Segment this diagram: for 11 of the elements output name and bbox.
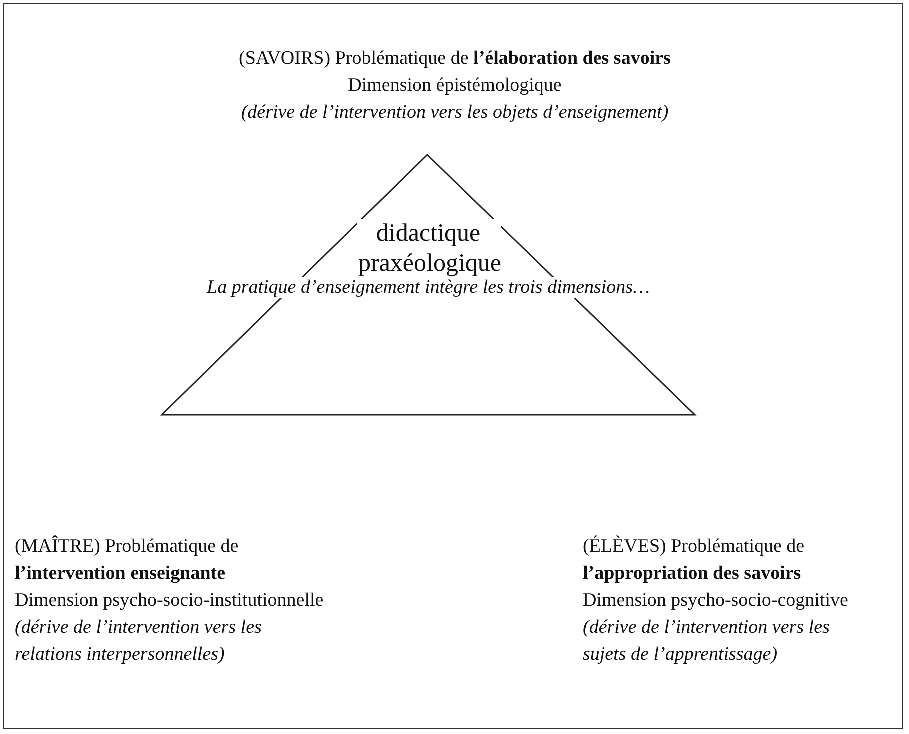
problem-heading: (ÉLÈVES) Problématique de l’appropriation des savoirs [583,534,806,586]
note-text: (dérive de l’intervention vers les objets d’enseignement) [240,101,670,125]
center-note: La pratique d’enseignement intègre les trois dimensions… [205,277,652,298]
dimension-text: Dimension épistémologique [347,74,563,98]
problem-heading: (MAÎTRE) Problématique de l’intervention enseignante [15,534,240,586]
note-text: (dérive de l’intervention vers les relations interpersonnelles) [15,616,263,667]
dimension-text: Dimension psycho-socio-cognitive [583,589,850,613]
dimension-text: Dimension psycho-socio-institutionnelle [15,589,325,613]
note-text: (dérive de l’intervention vers les sujets de l’apprentissage) [583,616,831,667]
problem-heading: (SAVOIRS) Problématique de l’élaboration des savoirs [238,47,672,71]
center-title: didactique praxéologique [356,219,500,279]
